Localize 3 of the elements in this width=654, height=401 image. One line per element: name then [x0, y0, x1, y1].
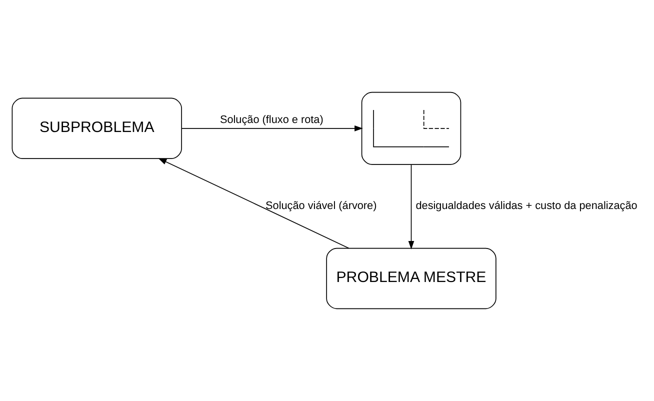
- edge-label: Solução viável (árvore): [266, 200, 377, 212]
- edge-label: Solução (fluxo e rota): [220, 114, 324, 126]
- edge-label: desigualdades válidas + custo da penalização: [416, 200, 638, 212]
